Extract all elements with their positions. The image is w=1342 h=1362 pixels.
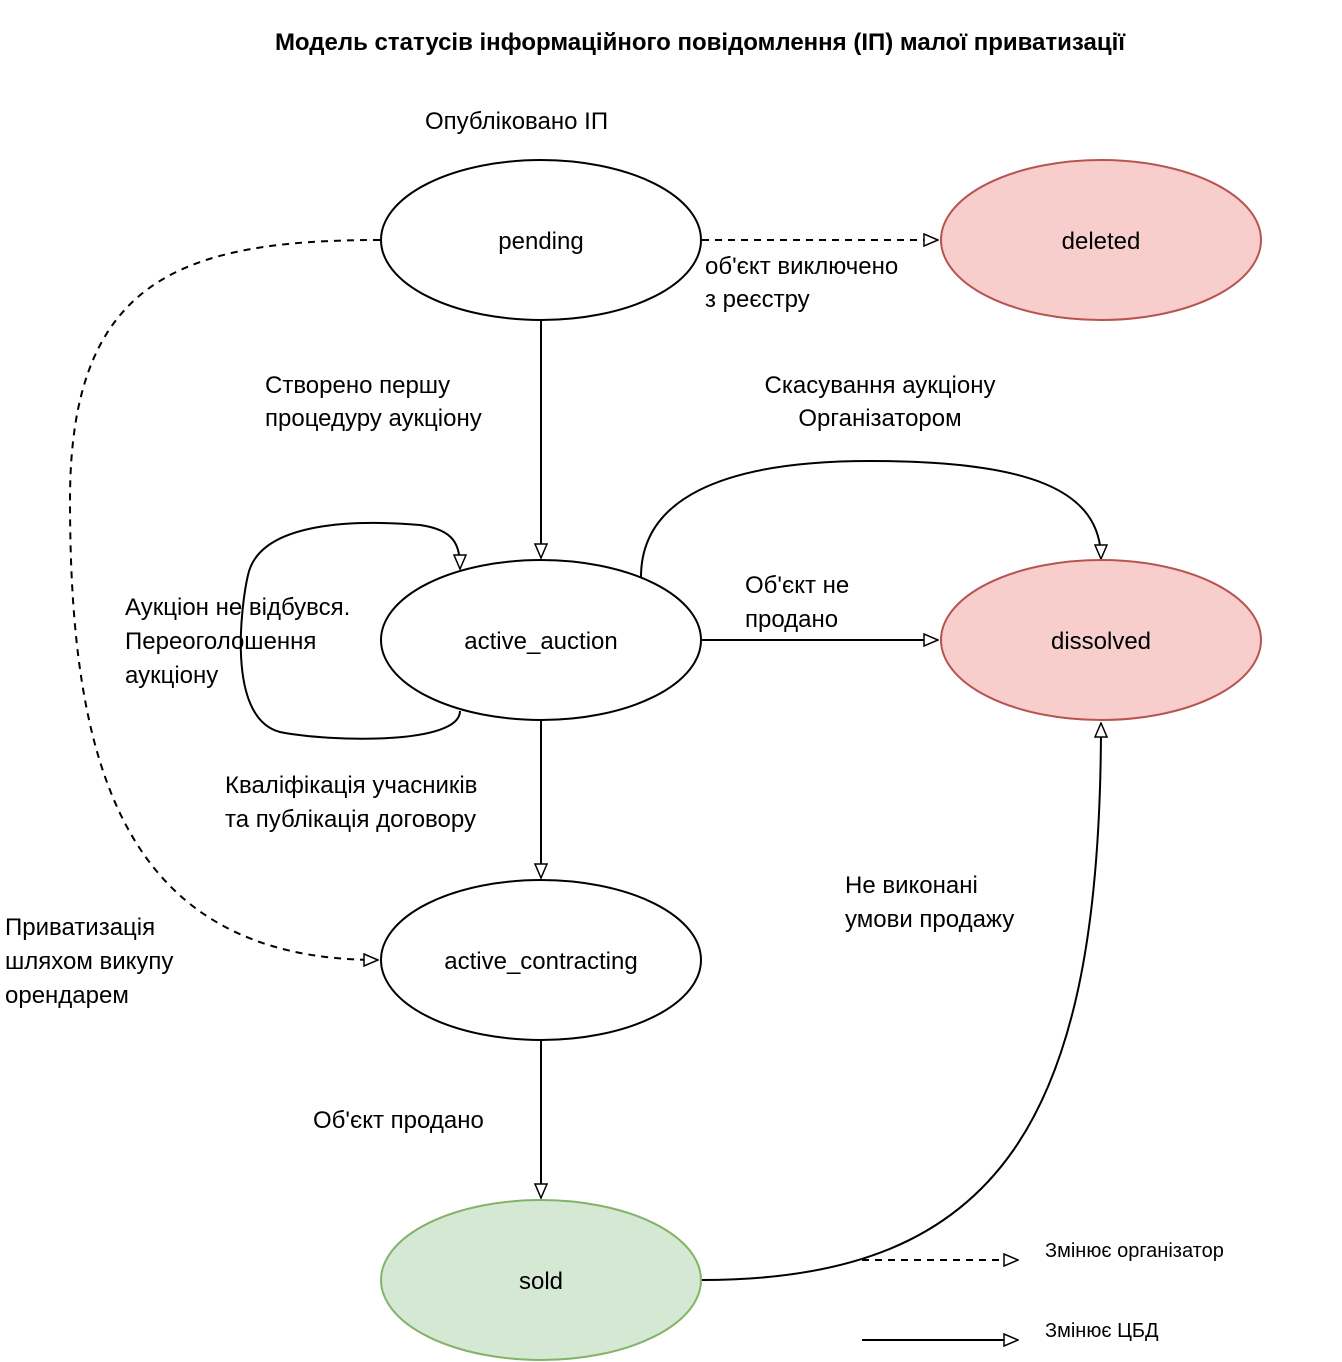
- label-cancel-1: Скасування аукціону: [765, 372, 996, 399]
- node-sold: sold: [380, 1199, 702, 1361]
- label-cancel-2: Організатором: [798, 405, 961, 432]
- edge-not-fulfilled: [701, 723, 1101, 1281]
- node-active-contracting-label: active_contracting: [444, 948, 637, 975]
- node-active-auction: active_auction: [380, 559, 702, 721]
- label-not-sold-1: Об'єкт не: [745, 572, 849, 599]
- label-qualification-2: та публікація договору: [225, 806, 476, 833]
- label-not-sold-2: продано: [745, 606, 838, 633]
- label-not-fulfilled-1: Не виконані: [845, 872, 978, 899]
- edge-active-auction-self-loop: [239, 522, 460, 740]
- label-not-held-1: Аукціон не відбувся.: [125, 594, 350, 621]
- legend: Змінює організатор Змінює ЦБД: [862, 1240, 1224, 1342]
- label-excluded-2: з реєстру: [705, 286, 810, 313]
- label-first-procedure-1: Створено першу: [265, 372, 450, 399]
- label-first-procedure-2: процедуру аукціону: [265, 405, 482, 432]
- label-lessee-1: Приватизація: [5, 914, 155, 941]
- node-active-auction-label: active_auction: [464, 628, 617, 655]
- node-dissolved: dissolved: [940, 559, 1262, 721]
- label-published: Опубліковано ІП: [425, 108, 608, 135]
- legend-dashed-label: Змінює організатор: [1045, 1240, 1224, 1262]
- label-not-held-2: Переоголошення: [125, 628, 316, 655]
- edge-pending-active-contracting: [68, 239, 381, 960]
- label-lessee-3: орендарем: [5, 982, 129, 1009]
- legend-solid-label: Змінює ЦБД: [1045, 1320, 1159, 1342]
- label-not-fulfilled-2: умови продажу: [845, 906, 1014, 933]
- label-excluded-1: об'єкт виключено: [705, 253, 898, 280]
- node-dissolved-label: dissolved: [1051, 628, 1151, 655]
- node-pending: pending: [380, 159, 702, 321]
- diagram-title: Модель статусів інформаційного повідомле…: [275, 29, 1126, 56]
- node-active-contracting: active_contracting: [380, 879, 702, 1041]
- node-deleted-label: deleted: [1062, 228, 1141, 255]
- label-sold: Об'єкт продано: [313, 1107, 484, 1134]
- node-deleted: deleted: [940, 159, 1262, 321]
- node-pending-label: pending: [498, 228, 583, 255]
- label-lessee-2: шляхом викупу: [5, 948, 173, 975]
- label-qualification-1: Кваліфікація учасників: [225, 772, 477, 799]
- label-not-held-3: аукціону: [125, 662, 218, 689]
- node-sold-label: sold: [519, 1268, 563, 1295]
- edge-cancel-auction: [640, 459, 1101, 578]
